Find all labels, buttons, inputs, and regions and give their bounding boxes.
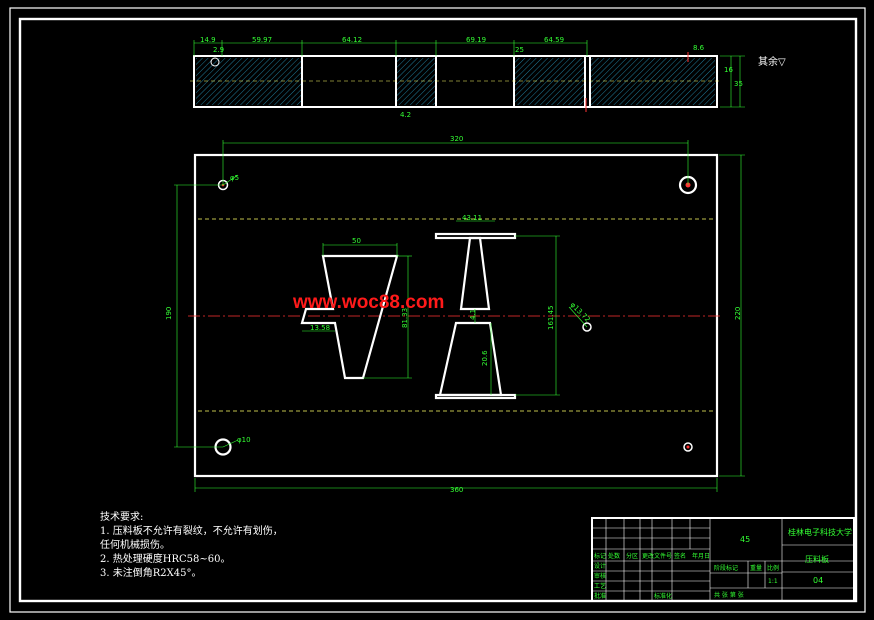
front-view-outline	[193, 153, 719, 478]
hatch-block-4	[591, 58, 715, 105]
tb-role-process: 工艺	[594, 582, 606, 590]
tb-scale-label: 比例	[767, 564, 779, 572]
dim-top-8: 25	[515, 46, 524, 54]
tb-stage-label: 阶段标记	[714, 564, 738, 572]
tb-sheet-label: 共 张 第 张	[714, 591, 744, 599]
dim-height-220: 220	[734, 307, 742, 320]
tech-note-line-1: 1. 压料板不允许有裂纹，不允许有划伤，	[100, 524, 283, 537]
dim-top-6: 16	[724, 66, 733, 74]
tech-notes-title: 技术要求:	[100, 510, 143, 523]
tech-note-line-4: 3. 未注倒角R2X45°。	[100, 566, 201, 579]
watermark-text: www.woc88.com	[292, 292, 444, 313]
dim-top-4: 69.19	[466, 36, 486, 44]
surface-roughness-note: 其余▽	[758, 55, 786, 68]
top-view-pin-hole	[210, 57, 220, 67]
top-section-view: 14.9 59.97 64.12 69.19 64.59 16 35 25 2.…	[190, 36, 786, 119]
tb-row-label-2: 处数	[608, 552, 620, 560]
hole-bottom-right	[683, 442, 693, 452]
dim-right-top: 43.11	[462, 214, 482, 222]
hatch-block-3	[514, 58, 584, 105]
tb-school: 桂林电子科技大学	[788, 527, 852, 537]
dim-width-320: 320	[450, 135, 463, 143]
hole-bottom-right-inner	[686, 445, 690, 449]
front-view: 320 360 190 220 φ5 φ10 φ13.72 50 13.58 8…	[165, 135, 745, 494]
dim-hole-phi5: φ5	[230, 174, 239, 182]
dim-left-height: 81.33	[401, 308, 409, 328]
tb-part-name: 压料板	[805, 554, 829, 564]
dim-top-2: 59.97	[252, 36, 272, 44]
dim-width-360: 360	[450, 486, 463, 494]
dim-top-1: 14.9	[200, 36, 216, 44]
dim-left-top-width: 50	[352, 237, 361, 245]
technical-requirements: 技术要求: 1. 压料板不允许有裂纹，不允许有划伤， 任何机械损伤。 2. 热处…	[100, 510, 283, 579]
dim-height-190: 190	[165, 307, 173, 320]
tb-role-approve: 批准	[594, 592, 606, 600]
dim-right-mid: 20.6	[481, 350, 489, 366]
tb-role-review: 审核	[594, 572, 606, 580]
tb-weight-label: 重量	[750, 564, 762, 572]
dim-top-10: 4.2	[400, 111, 411, 119]
cutout-left-trapezoid	[300, 254, 399, 380]
dim-left-small: 13.58	[310, 324, 330, 332]
tech-note-line-2: 任何机械损伤。	[100, 538, 170, 551]
top-view-outline	[193, 55, 718, 108]
tb-row-label-6: 年月日	[692, 552, 710, 560]
dim-right-height: 161.45	[547, 306, 555, 331]
tb-role-design: 设计	[594, 562, 606, 570]
tb-row-label-4: 更改文件号	[642, 552, 672, 560]
hole-middle-right	[582, 322, 592, 332]
outer-border	[9, 7, 866, 613]
dim-top-11: 8.6	[693, 44, 705, 52]
dim-right-neck: 4.1	[469, 309, 477, 320]
inner-border	[18, 17, 858, 603]
dim-top-9: 2.9	[213, 46, 224, 54]
tb-drawing-no: 04	[813, 576, 823, 585]
title-block: 45 桂林电子科技大学 压料板 04 1:1 阶段标记 重量 比例 共 张 第 …	[591, 517, 855, 602]
dim-hole-phi10: φ10	[237, 436, 251, 444]
hatch-block-2	[397, 58, 435, 105]
dim-hole-phi13: φ13.72	[569, 301, 592, 324]
tb-row-label-3: 分区	[626, 552, 638, 560]
tb-std-label: 标准化	[654, 592, 672, 600]
cutout-right-group	[434, 232, 517, 400]
tb-scale: 1:1	[768, 578, 778, 585]
dim-top-5: 64.59	[544, 36, 564, 44]
dim-top-7: 35	[734, 80, 743, 88]
tb-row-label-1: 标记	[594, 552, 606, 560]
tb-material: 45	[740, 535, 750, 544]
tb-row-label-5: 签名	[674, 552, 686, 560]
tech-note-line-3: 2. 热处理硬度HRC58~60。	[100, 552, 230, 565]
dim-top-3: 64.12	[342, 36, 362, 44]
